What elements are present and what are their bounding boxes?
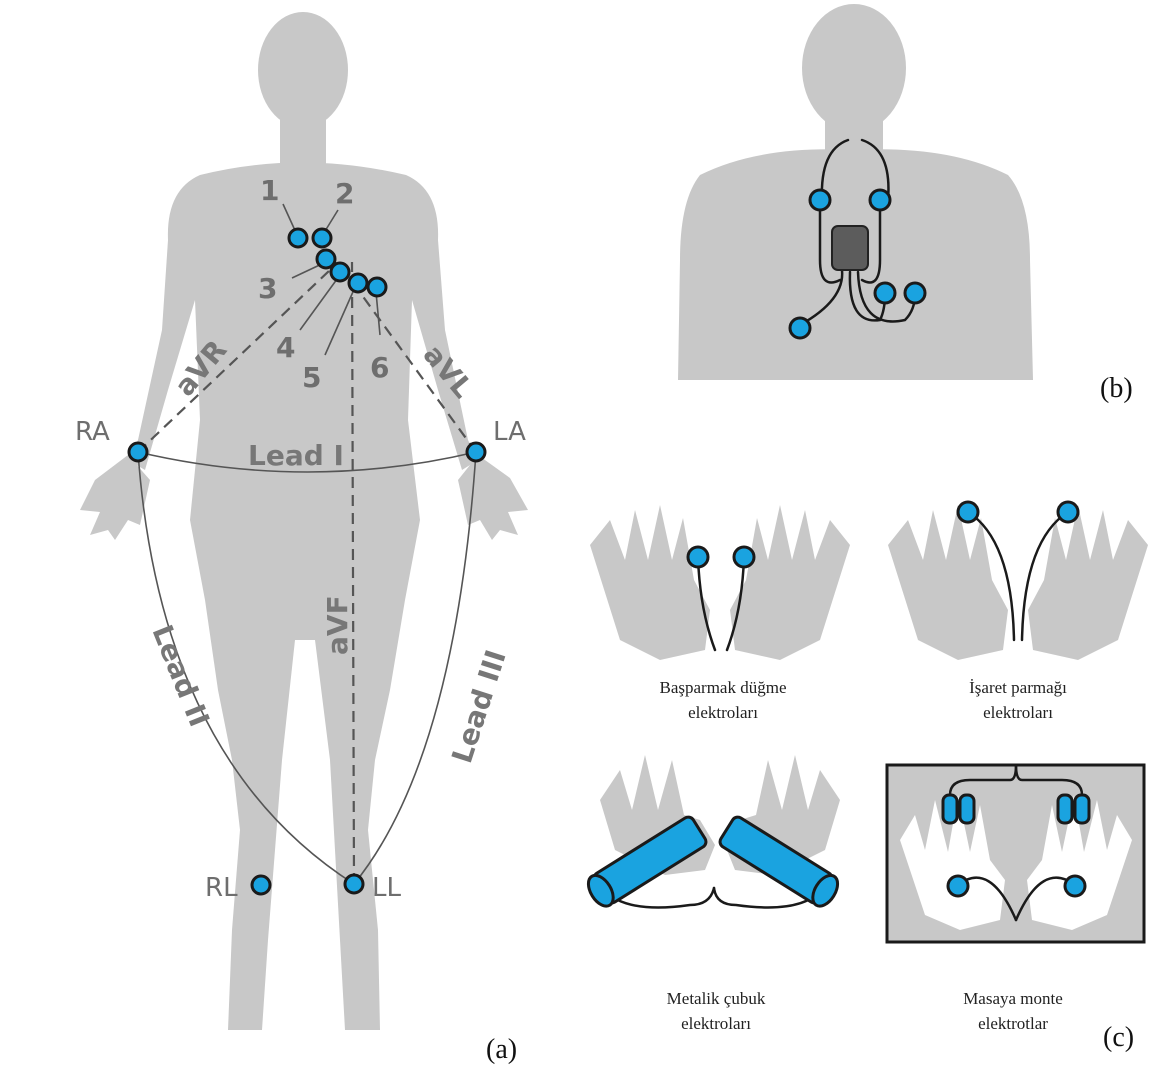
table-mounted-electrodes: Masaya monte elektrotlar (887, 765, 1144, 1033)
index-electrode (1058, 502, 1078, 522)
rl-electrode (252, 876, 270, 894)
chest-electrode (368, 278, 386, 296)
caption-rod-line2: elektroları (681, 1014, 751, 1033)
chest-number-5: 5 (302, 361, 321, 394)
chest-number-1: 1 (260, 174, 279, 207)
ra-electrode (129, 443, 147, 461)
la-label: LA (493, 417, 526, 447)
panel-a-label: (a) (486, 1034, 517, 1065)
panel-b-torso: (b) (678, 4, 1133, 404)
index-finger-electrodes: İşaret parmağı elektroları (888, 502, 1148, 722)
lead-i-label: Lead I (248, 439, 344, 472)
lead-ii-label: Lead II (146, 620, 216, 731)
index-electrode (958, 502, 978, 522)
torso-silhouette (678, 4, 1033, 380)
caption-thumb-line1: Başparmak düğme (660, 678, 787, 697)
hands (888, 505, 1148, 660)
holter-monitor-device (832, 226, 868, 270)
rl-label: RL (205, 873, 238, 903)
ra-label: RA (75, 417, 110, 447)
torso-electrode (905, 283, 925, 303)
metal-rod-electrodes: Metalik çubuk elektroları (583, 755, 842, 1033)
ll-label: LL (372, 873, 401, 903)
thumb-electrode (734, 547, 754, 567)
torso-electrode (790, 318, 810, 338)
panel-b-label: (b) (1100, 373, 1133, 404)
caption-index-line2: elektroları (983, 703, 1053, 722)
lead-iii-label: Lead III (445, 646, 512, 767)
la-electrode (467, 443, 485, 461)
ll-electrode (345, 875, 363, 893)
torso-electrode (870, 190, 890, 210)
avf-label: aVF (321, 595, 354, 655)
torso-electrode (810, 190, 830, 210)
chest-electrode (313, 229, 331, 247)
chest-electrode (349, 274, 367, 292)
chest-electrode (331, 263, 349, 281)
palm-electrode (948, 876, 968, 896)
thumb-button-electrodes: Başparmak düğme elektroları (590, 505, 850, 722)
panel-c-hand-electrodes: Başparmak düğme elektroları İşaret parma… (583, 502, 1148, 1053)
torso-electrode (875, 283, 895, 303)
chest-number-4: 4 (276, 331, 295, 364)
panel-c-label: (c) (1103, 1022, 1134, 1053)
chest-number-2: 2 (335, 177, 354, 210)
caption-index-line1: İşaret parmağı (969, 678, 1067, 697)
caption-table-line2: elektrotlar (978, 1014, 1048, 1033)
palm-electrode (1065, 876, 1085, 896)
chest-number-6: 6 (370, 351, 389, 384)
caption-table-line1: Masaya monte (963, 989, 1063, 1008)
thumb-electrode (688, 547, 708, 567)
caption-thumb-line2: elektroları (688, 703, 758, 722)
chest-electrode (289, 229, 307, 247)
panel-a-full-body: RA LA RL LL 1 2 3 4 5 6 Lead I aVR aVL a… (75, 12, 528, 1065)
caption-rod-line1: Metalik çubuk (667, 989, 766, 1008)
chest-number-3: 3 (258, 272, 277, 305)
body-silhouette (80, 12, 528, 1030)
hands (590, 505, 850, 660)
